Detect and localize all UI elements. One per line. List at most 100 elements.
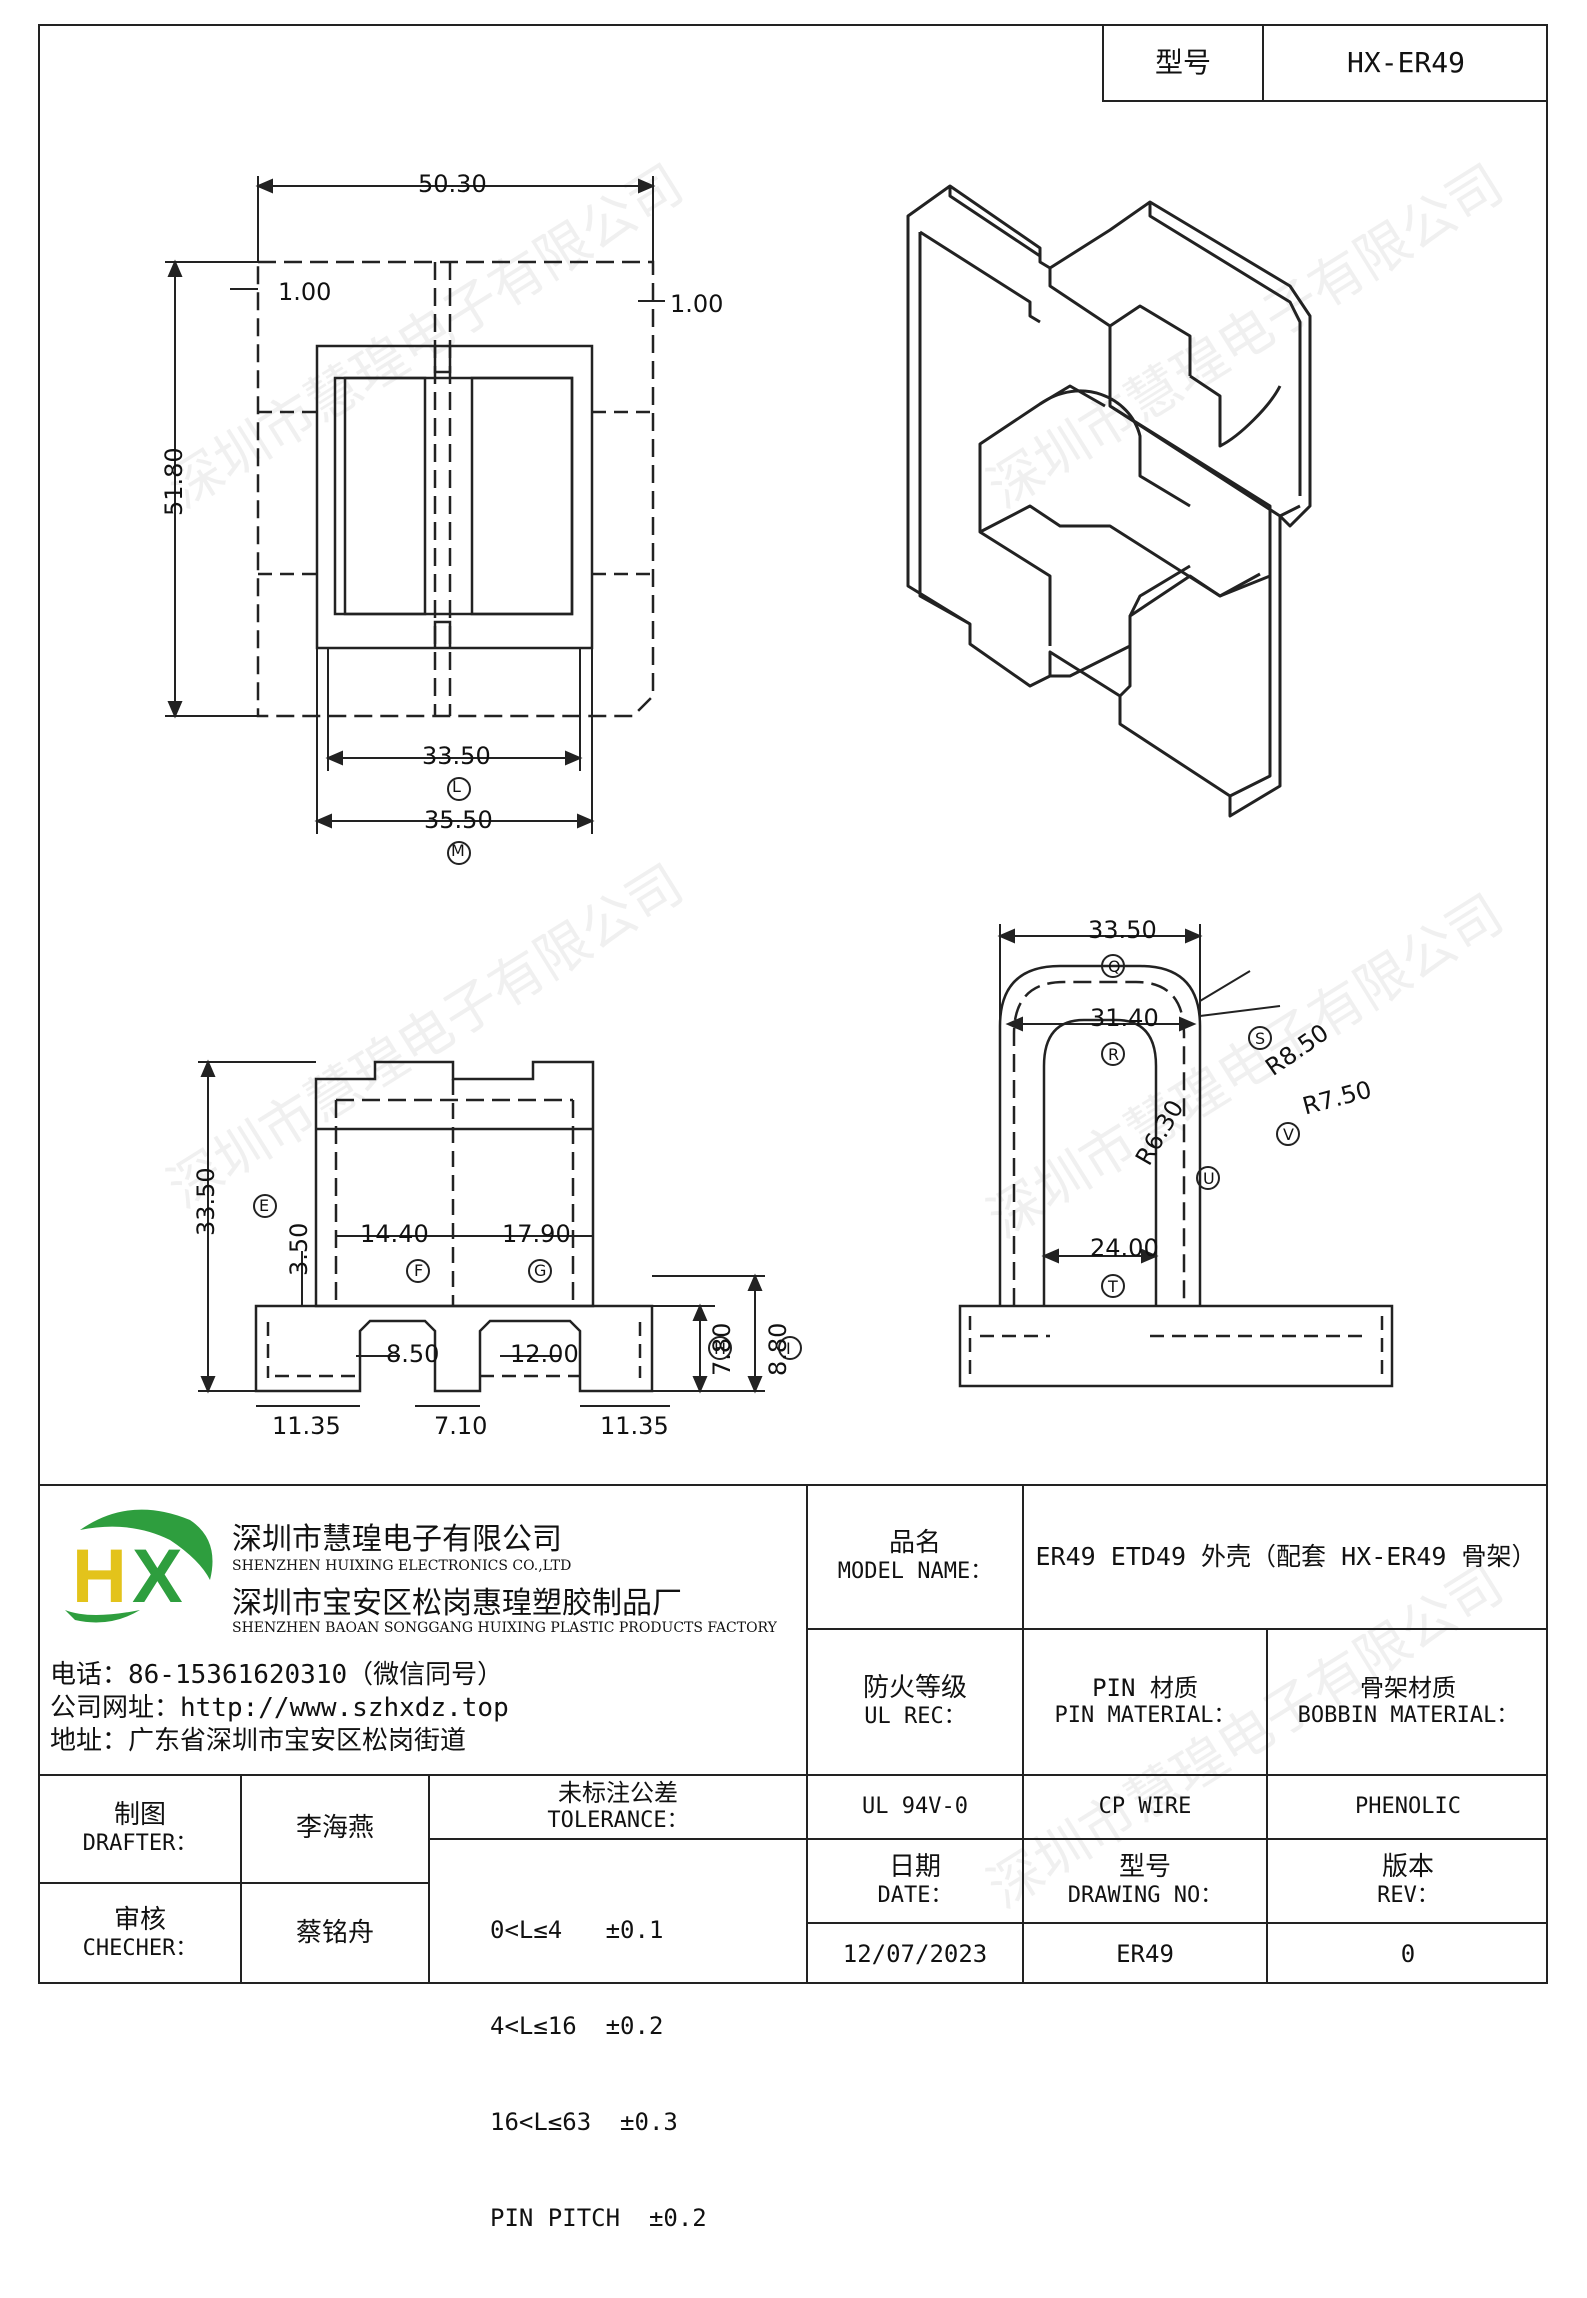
- dim-top-margin-left: 1.00: [278, 278, 332, 306]
- tolerance-line: 4<L≤16 ±0.2: [490, 2012, 664, 2040]
- dim-front-center: 7.10: [434, 1412, 488, 1440]
- pin-label-en: PIN MATERIAL：: [1054, 1703, 1236, 1729]
- model-name-value: ER49 ETD49 外壳（配套 HX-ER49 骨架）: [1035, 1542, 1537, 1571]
- grid-line: [428, 1838, 806, 1840]
- grid-line: [806, 1838, 1548, 1840]
- title-block-top-line: [40, 1484, 1548, 1486]
- tolerance-list: 0<L≤4 ±0.1 4<L≤16 ±0.2 16<L≤63 ±0.3 PIN …: [490, 1850, 707, 2298]
- dim-front-height: 33.50: [192, 1167, 220, 1236]
- front-view-drawing: [198, 1059, 802, 1407]
- grid-line: [806, 1922, 1548, 1924]
- grid-line: [40, 1882, 428, 1884]
- drawing-no-label-cn: 型号: [1118, 1852, 1171, 1883]
- tolerance-line: 0<L≤4 ±0.1: [490, 1916, 664, 1944]
- dim-front-w1-label: F: [414, 1261, 424, 1280]
- pin-label: PIN 材质 PIN MATERIAL：: [1024, 1630, 1266, 1774]
- tolerance-label-en: TOLERANCE：: [547, 1808, 689, 1834]
- pin-label-cn: PIN 材质: [1092, 1674, 1198, 1703]
- tolerance-line: PIN PITCH ±0.2: [490, 2204, 707, 2232]
- date-label-en: DATE：: [877, 1883, 953, 1909]
- svg-text:H: H: [72, 1534, 127, 1619]
- drawing-sheet: 型号 HX-ER49 深圳市慧瑝电子有限公司 深圳市慧瑝电子有限公司 深圳市慧瑝…: [38, 24, 1548, 2232]
- dim-top-outer-label: M: [451, 841, 465, 860]
- ul-label: 防火等级 UL REC：: [808, 1630, 1022, 1774]
- grid-line: [806, 1628, 1548, 1630]
- grid-line: [40, 1774, 1548, 1776]
- company-website: 公司网址：http://www.szhxdz.top: [50, 1693, 509, 1723]
- dim-front-slot2: 12.00: [510, 1340, 579, 1368]
- tolerance-label-cn: 未标注公差: [558, 1779, 678, 1808]
- dim-front-base-h1-label: H: [714, 1339, 727, 1358]
- grid-line: [428, 1774, 430, 1984]
- dim-top-margin-right: 1.00: [670, 290, 724, 318]
- drafter-label: 制图 DRAFTER：: [40, 1776, 240, 1882]
- dim-top-height: 51.80: [160, 447, 188, 516]
- bobbin-value: PHENOLIC: [1355, 1793, 1461, 1819]
- drawing-no-value: ER49: [1116, 1939, 1174, 1968]
- checker-value: 蔡铭舟: [295, 1918, 374, 1949]
- company-logo: H X HX: [50, 1500, 213, 1623]
- dim-side-inner-label: R: [1108, 1045, 1120, 1064]
- tolerance-label: 未标注公差 TOLERANCE：: [430, 1776, 806, 1838]
- drafter-label-en: DRAFTER：: [82, 1831, 198, 1857]
- rev-label-en: REV：: [1377, 1883, 1439, 1909]
- header-model-value: HX-ER49: [1262, 26, 1548, 102]
- header-model-label: 型号: [1102, 26, 1262, 102]
- dim-front-slot1: 8.50: [386, 1340, 440, 1368]
- bobbin-label-en: BOBBIN MATERIAL：: [1297, 1703, 1519, 1729]
- checker-label-cn: 审核: [113, 1905, 166, 1936]
- tolerance-line: 16<L≤63 ±0.3: [490, 2108, 678, 2136]
- dim-front-w2: 17.90: [502, 1220, 571, 1248]
- checker-label-en: CHECHER：: [82, 1936, 198, 1962]
- pin-value: CP WIRE: [1098, 1793, 1192, 1819]
- dim-side-r2-label: V: [1283, 1125, 1294, 1144]
- date-label-cn: 日期: [888, 1852, 941, 1883]
- checker-label: 审核 CHECHER：: [40, 1884, 240, 1984]
- company-name-en: SHENZHEN HUIXING ELECTRONICS CO.,LTD: [232, 1558, 572, 1574]
- header-model-value-text: HX-ER49: [1346, 46, 1465, 80]
- dim-front-base-h2-label: I: [786, 1339, 791, 1358]
- date-label: 日期 DATE：: [808, 1840, 1022, 1922]
- grid-line: [1266, 1628, 1268, 1984]
- grid-line: [240, 1774, 242, 1984]
- company-address: 地址：广东省深圳市宝安区松岗街道: [50, 1726, 467, 1756]
- isometric-view-drawing: [906, 184, 1312, 818]
- dim-front-side-left: 11.35: [272, 1412, 341, 1440]
- dim-side-r3-label: U: [1203, 1169, 1215, 1188]
- dim-front-side-right: 11.35: [600, 1412, 669, 1440]
- bobbin-label: 骨架材质 BOBBIN MATERIAL：: [1268, 1630, 1548, 1774]
- side-view-drawing: [958, 924, 1394, 1388]
- dim-side-bottom: 24.00: [1090, 1234, 1159, 1262]
- factory-name-en: SHENZHEN BAOAN SONGGANG HUIXING PLASTIC …: [232, 1620, 777, 1636]
- top-view-drawing: [165, 176, 665, 865]
- rev-label-cn: 版本: [1381, 1852, 1434, 1883]
- dim-side-r1-label: S: [1255, 1029, 1266, 1048]
- model-name-label-cn: 品名: [888, 1528, 941, 1559]
- factory-name-cn: 深圳市宝安区松岗惠瑝塑胶制品厂: [232, 1586, 682, 1621]
- grid-line: [806, 1484, 808, 1984]
- ul-value: UL 94V-0: [862, 1793, 968, 1819]
- model-name-label-en: MODEL NAME：: [837, 1559, 993, 1585]
- rev-value: 0: [1400, 1939, 1416, 1968]
- svg-text:X: X: [132, 1534, 183, 1619]
- dim-side-bottom-label: T: [1108, 1277, 1118, 1296]
- dim-top-inner-label: L: [452, 777, 461, 796]
- dim-side-width: 33.50: [1088, 916, 1157, 944]
- dim-front-step: 3.50: [285, 1222, 313, 1276]
- dim-front-w2-label: G: [534, 1261, 547, 1280]
- logo-text: HX: [50, 1500, 52, 1501]
- rev-label: 版本 REV：: [1268, 1840, 1548, 1922]
- company-name-cn: 深圳市慧瑝电子有限公司: [232, 1522, 562, 1557]
- date-value: 12/07/2023: [842, 1939, 988, 1968]
- dim-top-width: 50.30: [418, 170, 487, 198]
- drafter-label-cn: 制图: [113, 1800, 166, 1831]
- ul-label-cn: 防火等级: [862, 1673, 967, 1704]
- dim-top-outer-width: 35.50: [424, 806, 493, 834]
- company-phone: 电话：86-15361620310（微信同号）: [50, 1660, 504, 1690]
- dim-side-width-label: Q: [1108, 957, 1121, 976]
- dim-front-height-label: E: [259, 1196, 270, 1215]
- drawing-no-label-en: DRAWING NO：: [1067, 1883, 1223, 1909]
- drawing-no-label: 型号 DRAWING NO：: [1024, 1840, 1266, 1922]
- dim-side-inner: 31.40: [1090, 1004, 1159, 1032]
- drafter-value: 李海燕: [295, 1813, 374, 1844]
